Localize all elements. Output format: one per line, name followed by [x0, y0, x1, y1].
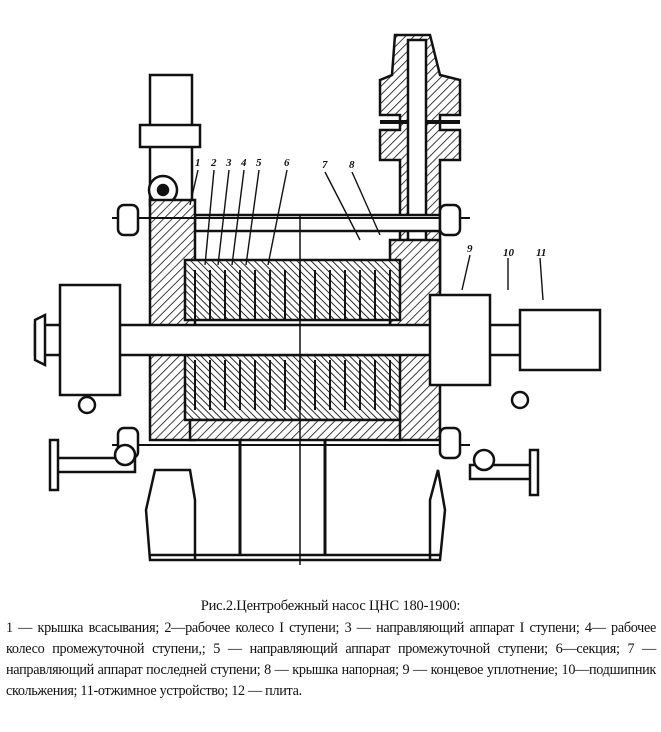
callout-2: 2: [210, 157, 217, 169]
suction-nozzle: [138, 73, 202, 207]
callout-9: 9: [467, 243, 473, 255]
callout-7: 7: [322, 159, 328, 171]
base-plate: [144, 440, 447, 562]
callout-1: 1: [195, 157, 201, 169]
pump-sectional-drawing: 1 2 3 4 5 6 7 8 9 10 11: [33, 33, 602, 565]
impeller-stages: [194, 270, 391, 410]
shaft: [33, 283, 602, 397]
callout-labels: 1 2 3 4 5 6 7 8 9 10 11: [195, 157, 546, 259]
callout-leaders: [189, 169, 544, 301]
callout-4: 4: [240, 157, 247, 169]
callout-5: 5: [256, 157, 262, 169]
callout-10: 10: [503, 247, 515, 259]
figure-legend: 1 — крышка всасывания; 2—рабочее колесо …: [6, 620, 656, 699]
callout-6: 6: [284, 157, 290, 169]
pump-casing: [112, 198, 470, 460]
callout-3: 3: [225, 157, 232, 169]
figure-title: Рис.2.Центробежный насос ЦНС 180-1900:: [200, 598, 461, 614]
pipes: [48, 390, 540, 497]
callout-8: 8: [349, 159, 355, 171]
callout-11: 11: [536, 247, 546, 259]
